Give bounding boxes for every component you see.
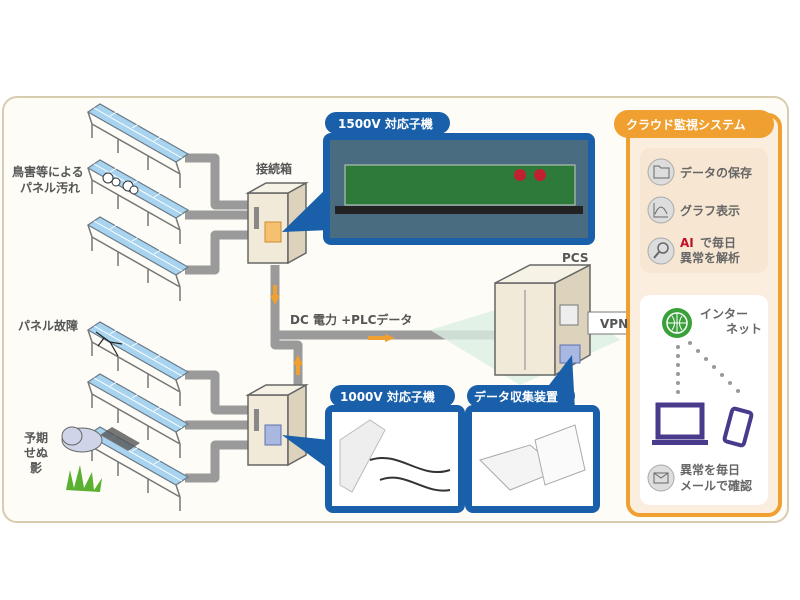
- bird-dropping-icon: [102, 172, 139, 195]
- pcs-cabinet: [494, 263, 591, 377]
- feature-ai: で毎日: [700, 235, 736, 250]
- label-pcs: PCS: [562, 251, 588, 265]
- cloud-title: クラウド監視システム: [626, 117, 746, 132]
- label-internet-2: ネット: [726, 322, 762, 336]
- unit-1000v-image: [339, 419, 386, 493]
- smartphone-icon: [722, 406, 754, 448]
- arrow-down-icon: [270, 295, 280, 305]
- mail-icon: [647, 464, 675, 492]
- label-bird-dirt-2: パネル汚れ: [20, 180, 80, 195]
- globe-icon[interactable]: [662, 308, 692, 338]
- label-dc-line: DC 電力 +PLCデータ: [290, 312, 412, 327]
- label-vpn: VPN: [600, 317, 628, 331]
- grass-icon: [66, 465, 102, 492]
- feature-ai-label: AI: [680, 236, 694, 250]
- label-bird-dirt: 鳥害等による: [12, 164, 84, 179]
- label-panel-failure: パネル故障: [18, 318, 78, 333]
- feature-ai-2: 異常を解析: [680, 250, 740, 265]
- shadow-region: [100, 427, 140, 451]
- mail-text: 異常を毎日: [680, 462, 740, 477]
- label-shadow: 予期: [24, 430, 48, 445]
- crack-icon: [95, 331, 123, 357]
- feature-save: データの保存: [680, 165, 752, 180]
- magnifier-icon: [647, 237, 675, 265]
- folder-icon: [647, 158, 675, 186]
- label-internet: インター: [700, 307, 748, 321]
- feature-graph: グラフ表示: [680, 203, 740, 218]
- title-1500v: 1500V 対応子機: [338, 116, 433, 131]
- title-collector: データ収集装置: [474, 389, 558, 404]
- arrow-up-icon: [293, 355, 303, 365]
- graph-icon: [647, 196, 675, 224]
- mail-text-2: メールで確認: [680, 478, 752, 493]
- cloud-shadow-icon: [61, 426, 103, 453]
- label-shadow-2: せぬ: [24, 446, 48, 460]
- label-shadow-3: 影: [30, 460, 42, 475]
- laptop-icon: [652, 402, 708, 445]
- label-junction-box: 接続箱: [256, 161, 292, 176]
- title-1000v: 1000V 対応子機: [340, 389, 435, 404]
- arrow-right-icon: [385, 334, 395, 342]
